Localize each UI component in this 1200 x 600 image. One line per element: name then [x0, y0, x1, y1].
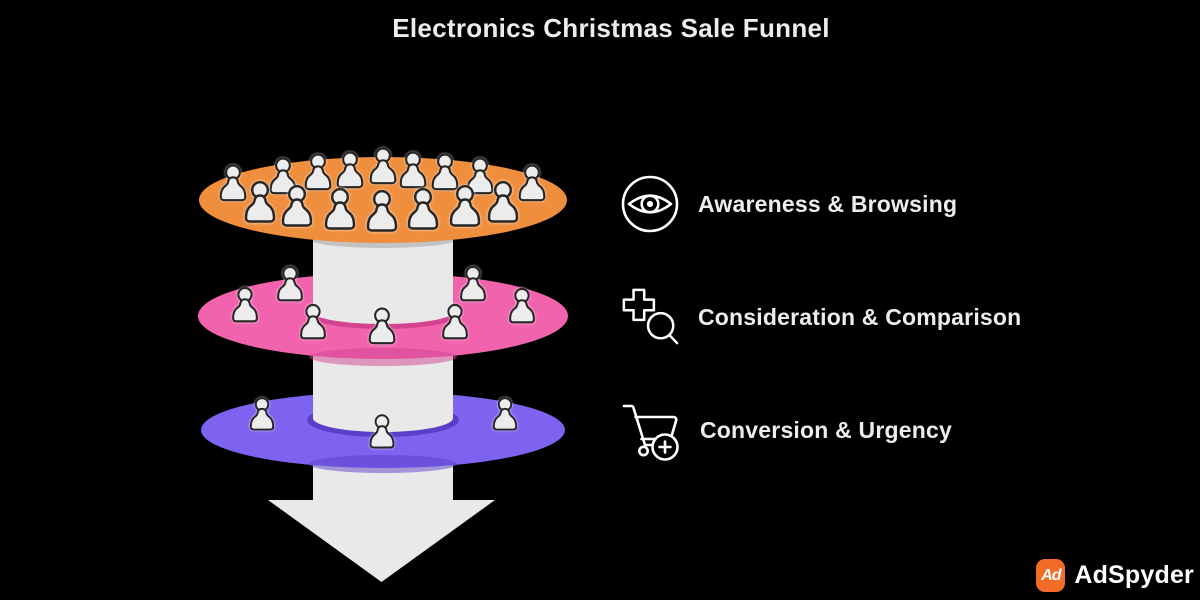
legend-label-awareness: Awareness & Browsing: [698, 190, 958, 217]
page-title: Electronics Christmas Sale Funnel: [392, 13, 830, 43]
legend-row-conversion: Conversion & Urgency: [620, 400, 952, 461]
legend-label-consideration: Consideration & Comparison: [698, 303, 1022, 330]
brand-logo: Ad AdSpyder: [1036, 559, 1194, 592]
brand-logo-icon: Ad: [1036, 559, 1066, 592]
conversion-disc-shadow: [309, 455, 457, 473]
cart-plus-icon: [622, 404, 679, 461]
eye-icon: [621, 175, 679, 233]
legend-label-conversion: Conversion & Urgency: [700, 416, 952, 443]
brand-name: AdSpyder: [1074, 561, 1194, 589]
search-plus-icon: [622, 288, 679, 345]
funnel-graphic: [198, 147, 568, 582]
consideration-disc-shadow: [309, 348, 457, 366]
legend-row-awareness: Awareness & Browsing: [620, 174, 957, 234]
legend-row-consideration: Consideration & Comparison: [620, 287, 1021, 347]
